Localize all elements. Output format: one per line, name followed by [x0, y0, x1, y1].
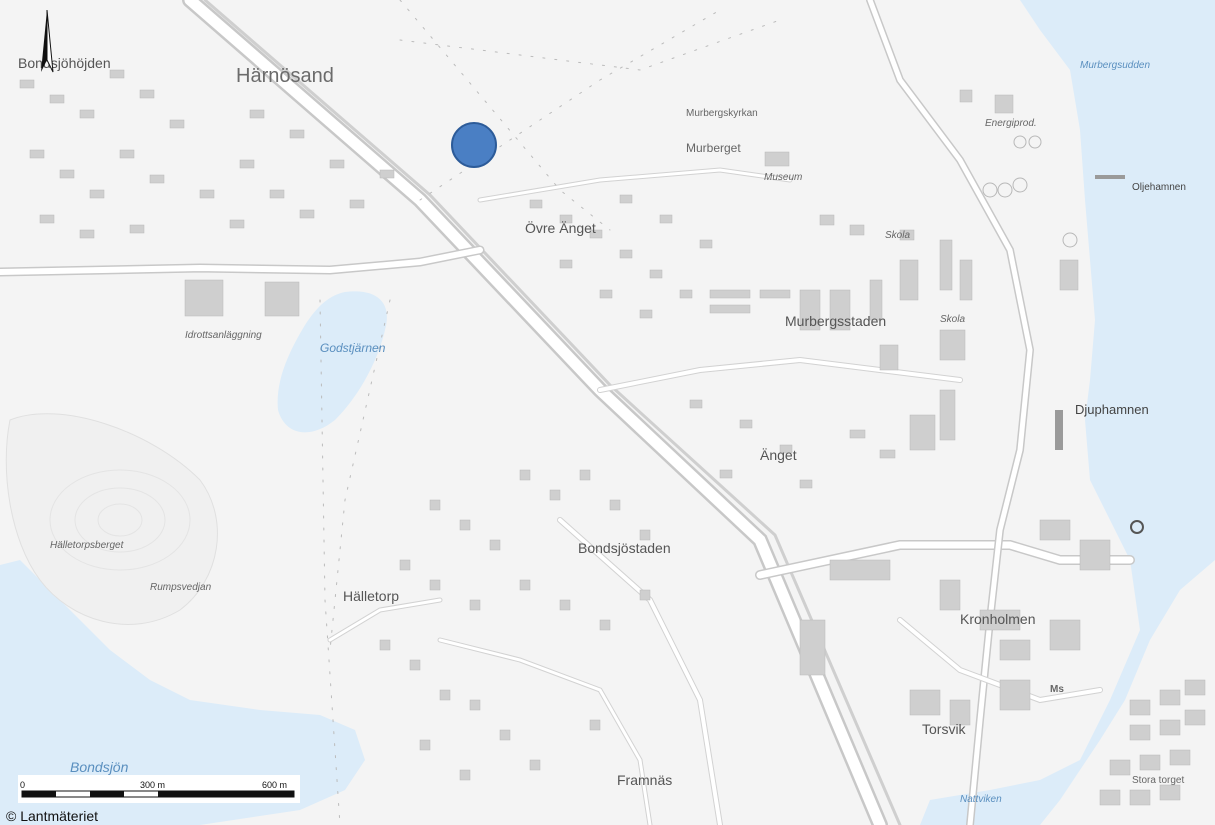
water-label-murbergsudden: Murbergsudden: [1080, 60, 1150, 71]
place-label-murbergskyrkan: Murbergskyrkan: [686, 108, 758, 119]
terrain-contour: [74, 487, 166, 553]
place-label-torsvik: Torsvik: [922, 721, 967, 737]
water-label-oljehamnen: Oljehamnen: [1132, 182, 1186, 193]
place-label-murbergsstaden: Murbergsstaden: [785, 313, 886, 329]
terrain-hill: [5, 413, 218, 625]
place-label-ms: Ms: [1050, 684, 1064, 695]
town-title-label: Härnösand: [236, 65, 334, 87]
piers: [1055, 175, 1144, 534]
water-label-djuphamnen: Djuphamnen: [1075, 402, 1149, 417]
lake-bondsjon: [0, 560, 365, 825]
place-label-skola-2: Skola: [940, 314, 965, 325]
water-label-godstjarnen: Godstjärnen: [320, 341, 386, 355]
place-label-kronholmen: Kronholmen: [960, 611, 1036, 627]
scale-label-600: 600 m: [262, 780, 287, 790]
place-label-stora-torget: Stora torget: [1132, 775, 1184, 786]
place-label-bondsjostaden: Bondsjöstaden: [578, 540, 671, 556]
scale-label-300: 300 m: [140, 780, 165, 790]
place-label-energiprod: Energiprod.: [985, 118, 1037, 129]
terrain-contour: [49, 469, 191, 571]
place-label-skola-1: Skola: [885, 230, 910, 241]
place-label-museum: Museum: [764, 172, 802, 183]
oil-tanks: [982, 135, 1078, 248]
scale-bar: 0 300 m 600 m: [18, 775, 300, 803]
place-label-halletorp: Hälletorp: [343, 588, 399, 604]
place-label-rumpsvedjan: Rumpsvedjan: [150, 582, 212, 593]
terrain-contour: [97, 503, 143, 537]
place-label-idrottsanlaggning: Idrottsanläggning: [185, 330, 262, 341]
buildings: [19, 69, 1206, 806]
scale-label-0: 0: [20, 780, 25, 790]
water-label-bondsjon: Bondsjön: [70, 759, 129, 775]
lake-godstjarnen: [277, 291, 387, 433]
place-label-halletorpsberget: Hälletorpsberget: [50, 540, 125, 551]
place-label-anget: Änget: [760, 447, 797, 463]
location-marker[interactable]: [451, 122, 497, 168]
north-arrow-icon: [41, 9, 54, 73]
place-label-bondsjohojden: Bondsjöhöjden: [18, 55, 111, 71]
place-label-framnas: Framnäs: [617, 772, 672, 788]
water-label-nattviken: Nattviken: [960, 794, 1002, 805]
place-label-murberget: Murberget: [686, 141, 741, 155]
copyright-notice: © Lantmäteriet: [6, 808, 99, 824]
place-label-ovre-anget: Övre Änget: [525, 219, 596, 236]
sea-east: [920, 0, 1215, 825]
